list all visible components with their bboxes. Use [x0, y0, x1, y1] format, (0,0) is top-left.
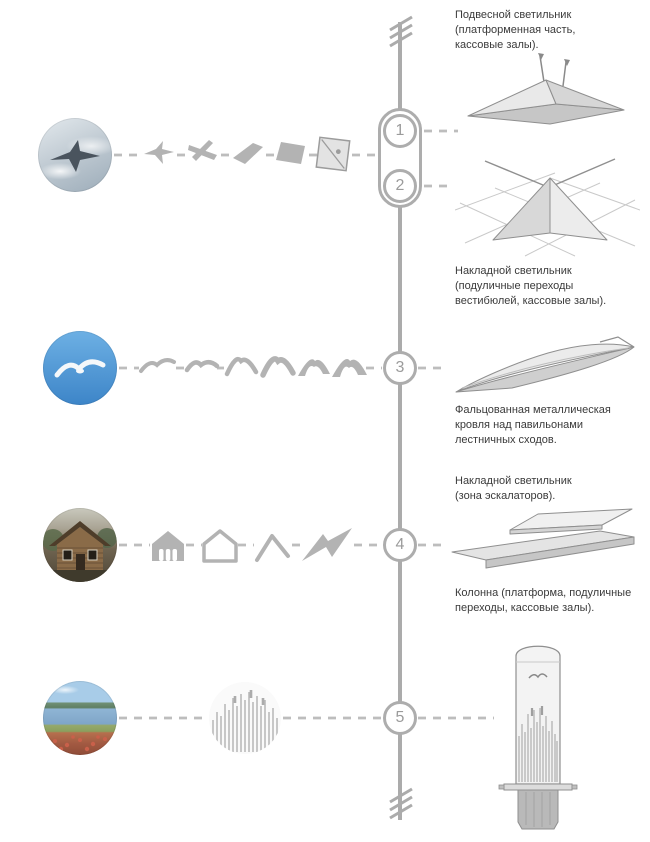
annotation-surface-lamp: Накладной светильник (подуличные переход… — [455, 265, 607, 307]
morph-sequence-seagull — [139, 356, 367, 378]
node-number: 5 — [395, 709, 405, 726]
airplane-icon — [50, 140, 100, 172]
node-number: 4 — [395, 536, 405, 553]
grass-pattern — [518, 706, 558, 782]
photo-airplane-in-clouds — [38, 118, 112, 192]
metal-roof-illustration — [455, 336, 635, 393]
node-number: 1 — [395, 122, 405, 139]
pendant-lamp-illustration — [467, 53, 625, 125]
annotation-pendant-lamp: Подвесной светильник (платформенная част… — [455, 9, 576, 51]
annotation-column: Колонна (платформа, подуличные переходы,… — [455, 587, 632, 614]
timeline-node-3: 3 — [383, 351, 417, 385]
photo-lake-landscape — [43, 681, 117, 755]
timeline-node-1: 1 — [383, 114, 417, 148]
bird-glyph-icon — [528, 673, 548, 679]
escalator-lamp-illustration — [451, 508, 635, 569]
annotation-escalator-lamp: Накладной светильник (зона эскалаторов). — [455, 475, 572, 502]
timeline-node-4: 4 — [383, 528, 417, 562]
connector-dashes — [114, 129, 494, 720]
morph-sequence-airplane — [144, 136, 351, 172]
log-house-icon — [43, 521, 117, 582]
annotation-metal-roof: Фальцованная металлическая кровля над па… — [455, 404, 611, 446]
node-number: 3 — [395, 359, 405, 376]
timeline-break-bottom-icon — [389, 787, 413, 820]
photo-wooden-house — [43, 508, 117, 582]
morph-sequence-house — [152, 528, 352, 563]
timeline-node-2: 2 — [383, 169, 417, 203]
seagull-icon — [54, 359, 106, 378]
timeline-node-5: 5 — [383, 701, 417, 735]
surface-lamp-illustration — [455, 158, 640, 257]
timeline-break-top-icon — [389, 15, 413, 48]
grass-circle — [209, 682, 281, 754]
column-illustration — [498, 645, 578, 830]
photo-seagull — [43, 331, 117, 405]
suspension-pins — [539, 55, 567, 87]
flowers-icon — [53, 735, 107, 752]
node-number: 2 — [395, 177, 405, 194]
